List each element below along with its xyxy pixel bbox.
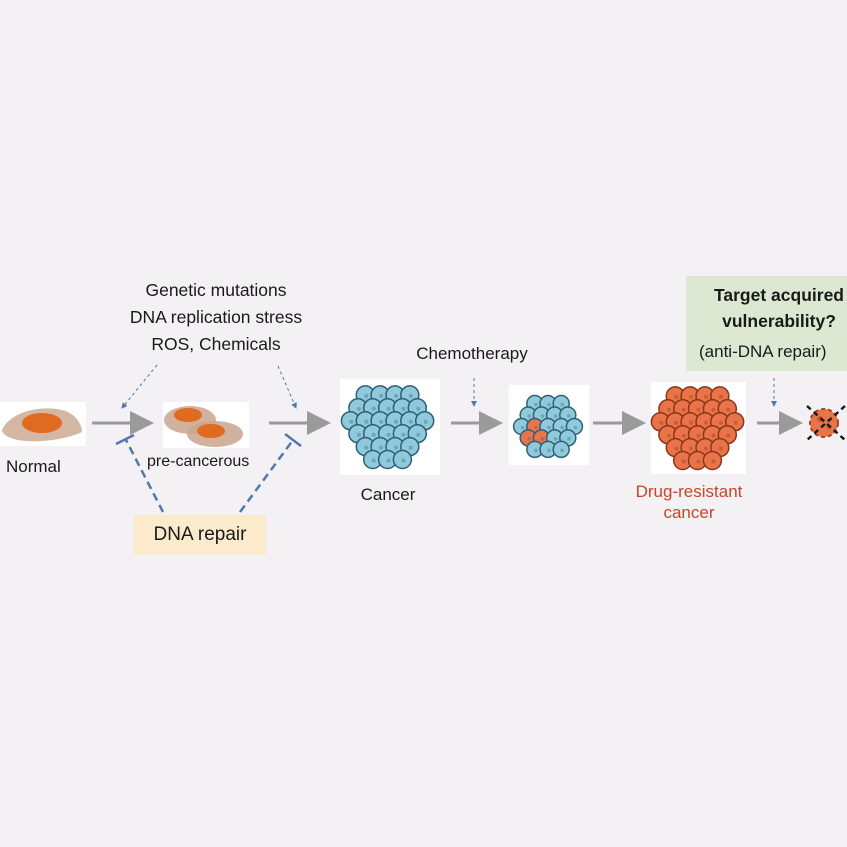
cause-list: Genetic mutations DNA replication stress…	[130, 277, 302, 358]
drug-resistant-mass-image	[650, 382, 746, 474]
dna-repair-label: DNA repair	[153, 524, 247, 545]
precancerous-cells-image	[163, 402, 249, 448]
drug-resistant-line1: Drug-resistant	[635, 482, 743, 501]
cause-arrow-left	[121, 364, 158, 409]
target-subtitle: (anti-DNA repair)	[699, 342, 827, 361]
target-title-line1: Target acquired	[714, 285, 844, 305]
drug-resistant-label: Drug-resistant cancer	[636, 481, 743, 523]
chemo-treated-mass-image	[509, 385, 589, 465]
cancer-mass-image	[340, 379, 440, 475]
cause-ros-chemicals: ROS, Chemicals	[151, 334, 281, 354]
cause-genetic-mutations: Genetic mutations	[145, 280, 287, 300]
repair-inhibition-right	[238, 433, 302, 513]
normal-cell-image	[0, 402, 86, 446]
target-title: Target acquired vulnerability?	[695, 282, 847, 334]
dna-repair-box: DNA repair	[134, 515, 266, 555]
precancerous-label: pre-cancerous	[147, 453, 250, 470]
drug-resistant-line2: cancer	[663, 503, 715, 522]
normal-label: Normal	[6, 457, 61, 476]
cause-replication-stress: DNA replication stress	[129, 307, 303, 327]
killed-cell-image	[806, 405, 846, 441]
chemotherapy-label: Chemotherapy	[416, 344, 528, 363]
cancer-label: Cancer	[360, 485, 416, 504]
target-vulnerability-box: Target acquired vulnerability? (anti-DNA…	[686, 276, 847, 371]
cause-arrow-right	[277, 365, 297, 409]
target-title-line2: vulnerability?	[722, 311, 836, 331]
repair-inhibition-left	[115, 433, 165, 513]
